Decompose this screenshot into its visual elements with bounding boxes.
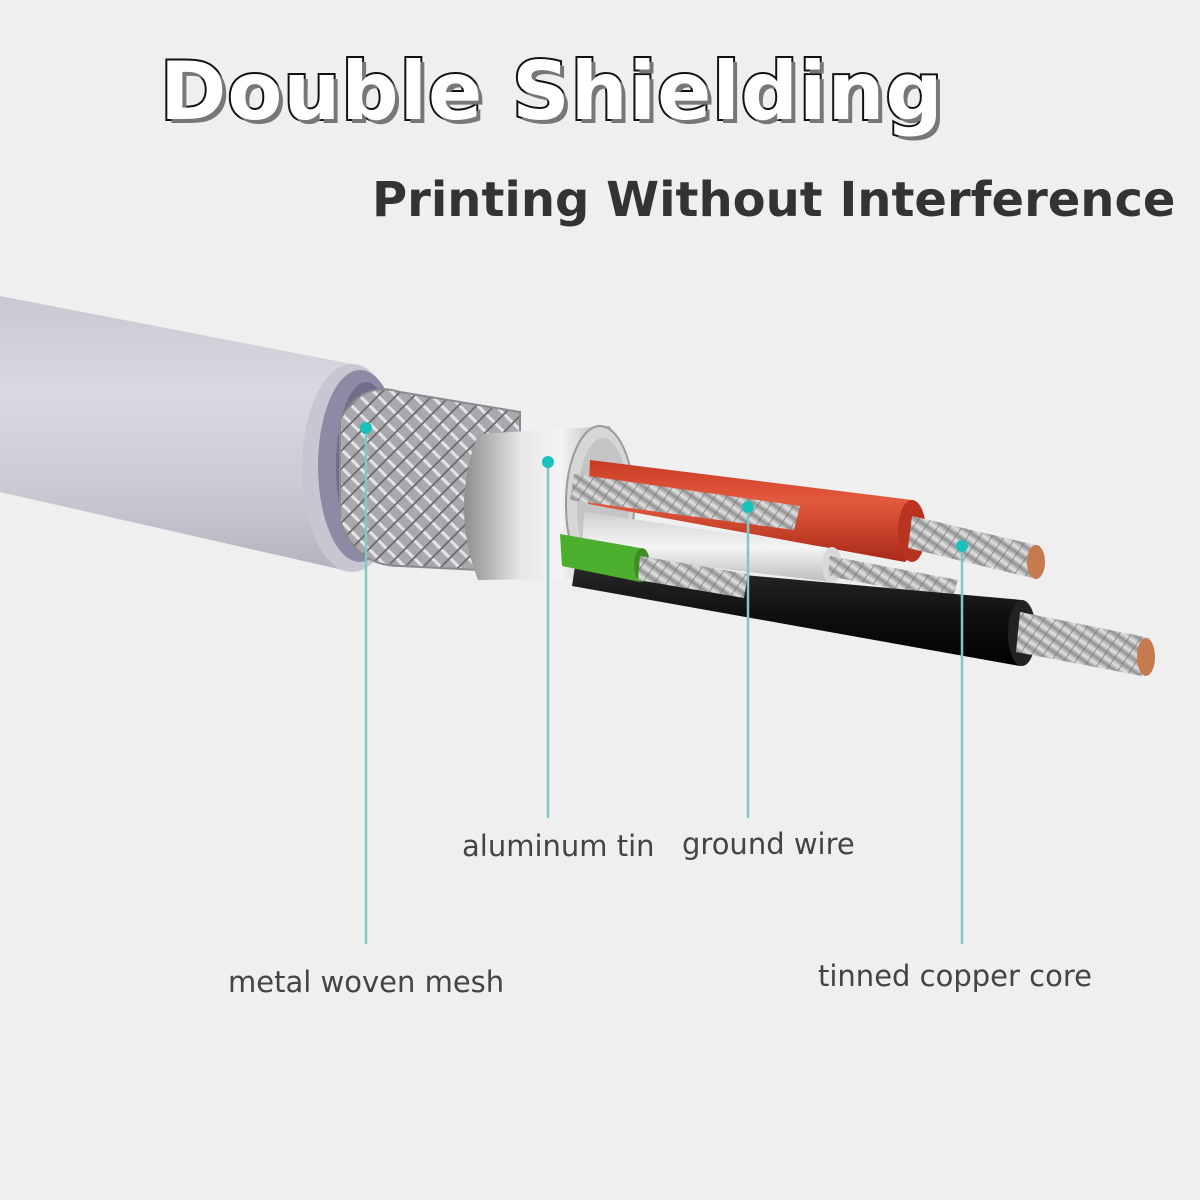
ground-strand-wire xyxy=(570,474,800,530)
page-title: Double Shielding xyxy=(158,45,945,138)
callout-dots xyxy=(360,422,968,552)
label-ground-wire: ground wire xyxy=(682,827,855,861)
white-wire xyxy=(582,512,958,600)
label-aluminum-tin: aluminum tin xyxy=(462,829,655,863)
label-metal-woven-mesh: metal woven mesh xyxy=(228,965,505,999)
callout-lines xyxy=(364,428,964,944)
label-tinned-copper-core: tinned copper core xyxy=(818,959,1092,993)
green-wire xyxy=(560,534,748,598)
page-subtitle: Printing Without Interference xyxy=(372,172,1176,228)
